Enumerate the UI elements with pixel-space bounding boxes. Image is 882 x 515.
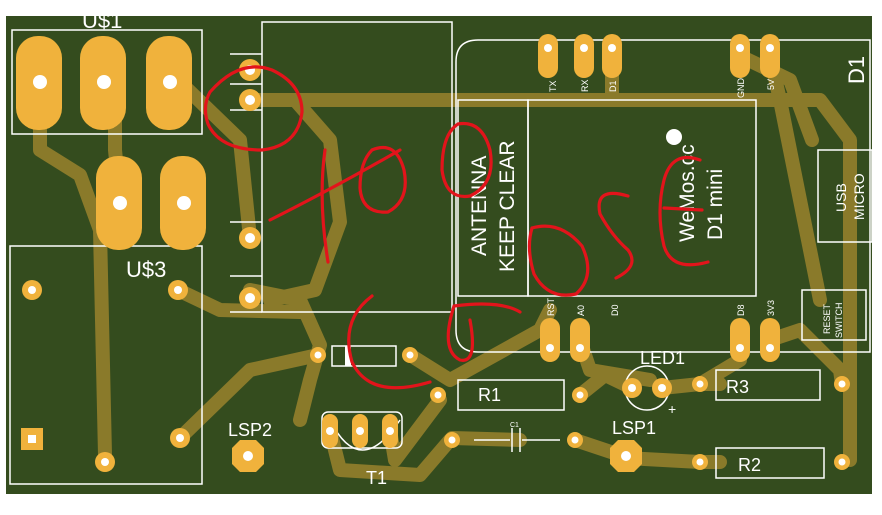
pin-d8-label: D8 [736,304,746,316]
usb-box [817,149,873,243]
annotation-letter-o3 [527,224,590,297]
wemos-marker-dot [666,129,682,145]
reset-label-line2: SWITCH [834,303,844,339]
led1-label: LED1 [640,348,685,368]
t1-pads [322,414,398,448]
us1-pads [16,36,192,130]
pin-rx-label: RX [580,79,590,92]
silkscreen-labels: U$1 U$3 D1 ANTENNA KEEP CLEAR WeMos.cc D… [82,8,869,488]
r1-label: R1 [478,385,501,405]
reset-label-line1: RESET [822,303,832,334]
t1-label: T1 [366,468,387,488]
r3-body [715,369,821,401]
annotation-letter-c [347,294,432,390]
pin-5v-label: 5V [766,79,776,90]
pin-rst-label: RST [546,297,556,316]
us1-label: U$1 [82,8,122,33]
pads [16,34,850,472]
r1-body [457,379,565,411]
hand-drawn-annotation [203,65,710,390]
diode-body [331,345,397,367]
pin-3v3-label: 3V3 [766,300,776,316]
c1-symbol [474,428,560,452]
us1-pad-2-hole [97,75,111,89]
pin-tx-label: TX [548,80,558,92]
d1-label: D1 [844,56,869,84]
wemos-outline [455,39,871,353]
usb-label-line2: MICRO [851,173,867,220]
diode-band [345,346,351,366]
lsp1-label: LSP1 [612,418,656,438]
us1-pad-1-hole [33,75,47,89]
pin-gnd-label: GND [736,78,746,99]
annotation-letter-o1 [358,145,407,214]
annotation-letter-s [597,191,634,280]
antenna-label-line2: KEEP CLEAR [496,140,519,272]
annotation-circle [203,65,304,152]
usb-label-line1: USB [833,183,849,212]
lsp2-label: LSP2 [228,420,272,440]
round-pads [21,59,850,472]
us3-pads [96,156,206,250]
r2-body [715,447,825,479]
led1-plus-label: + [668,401,676,417]
annotation-letter-o2 [440,121,493,199]
speaker-pads [232,440,642,472]
pin-d0-label: D0 [610,304,620,316]
annotation-letter-l [446,302,522,362]
us3-pad-2-hole [177,196,191,210]
pin-a0-label: A0 [576,305,586,316]
annotation-letter-e [658,155,710,267]
us1-outline [11,29,203,135]
us1-pad-3-hole [163,75,177,89]
c1-label: C1 [510,422,519,429]
r2-label: R2 [738,455,761,475]
wemos-label-line2: D1 mini [704,169,727,240]
us3-pad-1-hole [113,196,127,210]
reset-box [801,289,867,341]
r3-label: R3 [726,377,749,397]
pin-d1-label: D1 [608,80,618,92]
antenna-label-line1: ANTENNA [468,156,491,256]
wemos-shield-box [527,99,757,297]
wemos-header-pads [538,34,780,362]
us3-label: U$3 [126,257,166,282]
annotation-letter-t [268,148,402,264]
wemos-label-line1: WeMos.cc [676,144,699,242]
